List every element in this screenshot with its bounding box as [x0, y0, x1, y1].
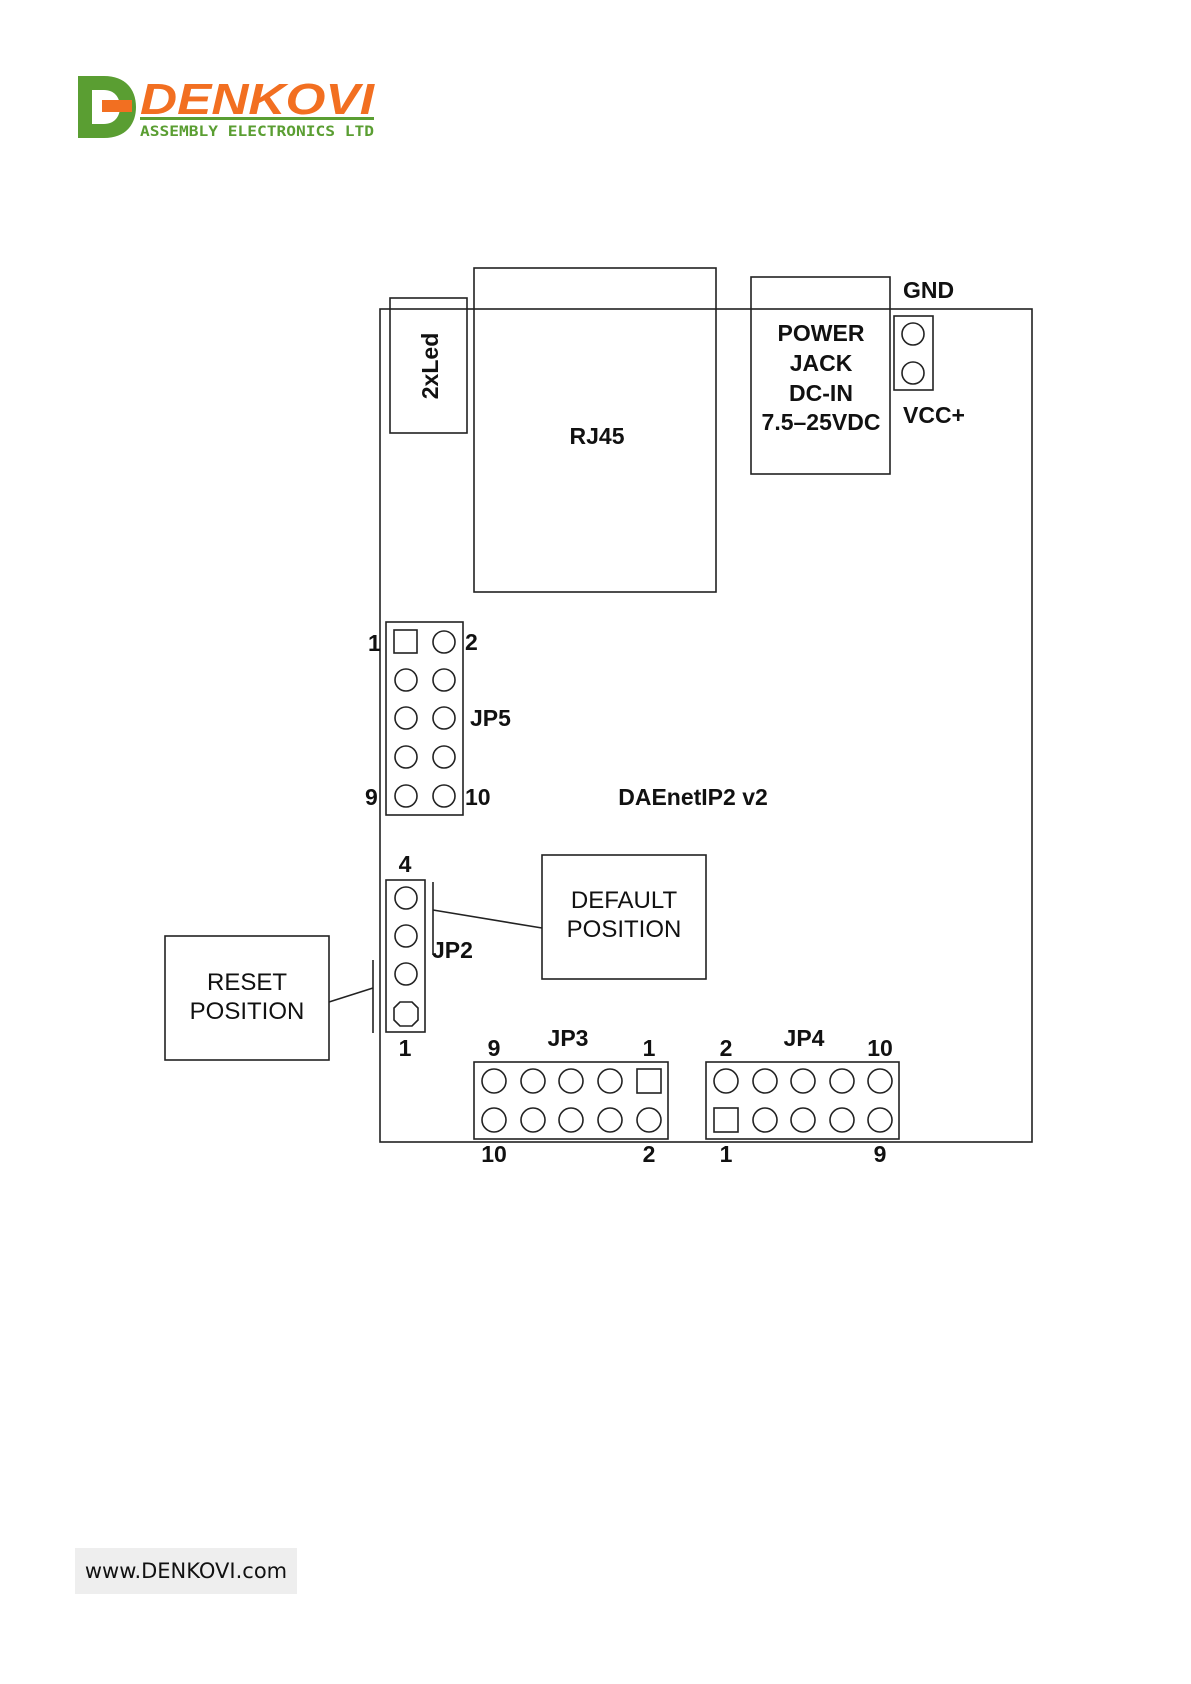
led-label: 2xLed [417, 333, 443, 399]
jp5-pin-9 [395, 785, 417, 807]
jp2-pin-2 [395, 963, 417, 985]
jp4-header [706, 1062, 899, 1139]
jp4-label: JP4 [784, 1025, 825, 1051]
jp5-pin-2-label: 2 [465, 629, 478, 655]
jp2-outline [386, 880, 425, 1032]
jp5-pin-1-label: 1 [368, 630, 381, 656]
gnd-pin [902, 323, 924, 345]
power-header [894, 316, 933, 390]
jp5-pin-7 [395, 746, 417, 768]
jp3-pin-7 [521, 1069, 545, 1093]
default-position-line-1: DEFAULT [571, 887, 678, 914]
jp3-bottom-left-label: 10 [481, 1141, 507, 1167]
jp2-label: JP2 [432, 937, 473, 963]
vcc-label: VCC+ [903, 402, 965, 428]
jp5-pin-10 [433, 785, 455, 807]
default-position-line-2: POSITION [567, 916, 682, 943]
board-name: DAEnetIP2 v2 [618, 784, 768, 810]
jp3-label: JP3 [548, 1025, 589, 1051]
footer-url[interactable]: www.DENKOVI.com [75, 1548, 297, 1594]
jp5-header [386, 622, 463, 815]
jp2-pin-3 [395, 925, 417, 947]
jp4-top-right-label: 10 [867, 1035, 893, 1061]
jp3-top-right-label: 1 [643, 1035, 656, 1061]
jp5-label: JP5 [470, 705, 511, 731]
jp5-pin-9-label: 9 [365, 784, 378, 810]
jp3-pin-6 [559, 1108, 583, 1132]
jp5-pin-10-label: 10 [465, 784, 491, 810]
jp5-pin-8 [433, 746, 455, 768]
power-jack-line-4: 7.5–25VDC [762, 409, 881, 435]
jp3-pin-3 [598, 1069, 622, 1093]
jp3-header [474, 1062, 668, 1139]
jp4-bottom-left-label: 1 [720, 1141, 733, 1167]
jp4-pin-1 [714, 1108, 738, 1132]
jp3-pin-8 [521, 1108, 545, 1132]
reset-position-leader [329, 988, 373, 1002]
jp3-pin-2 [637, 1108, 661, 1132]
jp5-pin-2 [433, 631, 455, 653]
jp4-pin-4 [753, 1069, 777, 1093]
jp4-pin-8 [830, 1069, 854, 1093]
jp4-pin-2 [714, 1069, 738, 1093]
jp3-top-left-label: 9 [488, 1035, 501, 1061]
jp4-pin-9 [868, 1108, 892, 1132]
jp4-pin-3 [753, 1108, 777, 1132]
reset-position-line-2: POSITION [190, 998, 305, 1025]
jp3-bottom-right-label: 2 [643, 1141, 656, 1167]
power-jack-line-3: DC-IN [789, 380, 853, 406]
jp3-pin-1 [637, 1069, 661, 1093]
jp5-pin-4 [433, 669, 455, 691]
jp2-pin-1 [394, 1002, 418, 1026]
jp5-pin-1 [394, 630, 417, 653]
default-position-leader [433, 910, 542, 928]
jp2-pin-4 [395, 887, 417, 909]
rj45-label: RJ45 [570, 423, 625, 449]
jp3-pin-5 [559, 1069, 583, 1093]
jp3-pin-9 [482, 1069, 506, 1093]
jp5-pin-5 [395, 707, 417, 729]
jp4-pin-6 [791, 1069, 815, 1093]
reset-position-line-1: RESET [207, 969, 287, 996]
jp4-pin-10 [868, 1069, 892, 1093]
jp3-pin-4 [598, 1108, 622, 1132]
jp4-bottom-right-label: 9 [874, 1141, 887, 1167]
jp3-pin-10 [482, 1108, 506, 1132]
jp2-pin-4-label: 4 [399, 851, 412, 877]
vcc-pin [902, 362, 924, 384]
power-jack-line-1: POWER [778, 320, 865, 346]
jp4-pin-7 [830, 1108, 854, 1132]
jp5-pin-6 [433, 707, 455, 729]
jp5-pin-3 [395, 669, 417, 691]
footer-url-text[interactable]: www.DENKOVI.com [85, 1559, 287, 1583]
jp2-header [373, 880, 433, 1033]
jp4-top-left-label: 2 [720, 1035, 733, 1061]
power-jack-line-2: JACK [790, 350, 853, 376]
jp2-pin-1-label: 1 [399, 1035, 412, 1061]
jp4-pin-5 [791, 1108, 815, 1132]
gnd-label: GND [903, 277, 954, 303]
